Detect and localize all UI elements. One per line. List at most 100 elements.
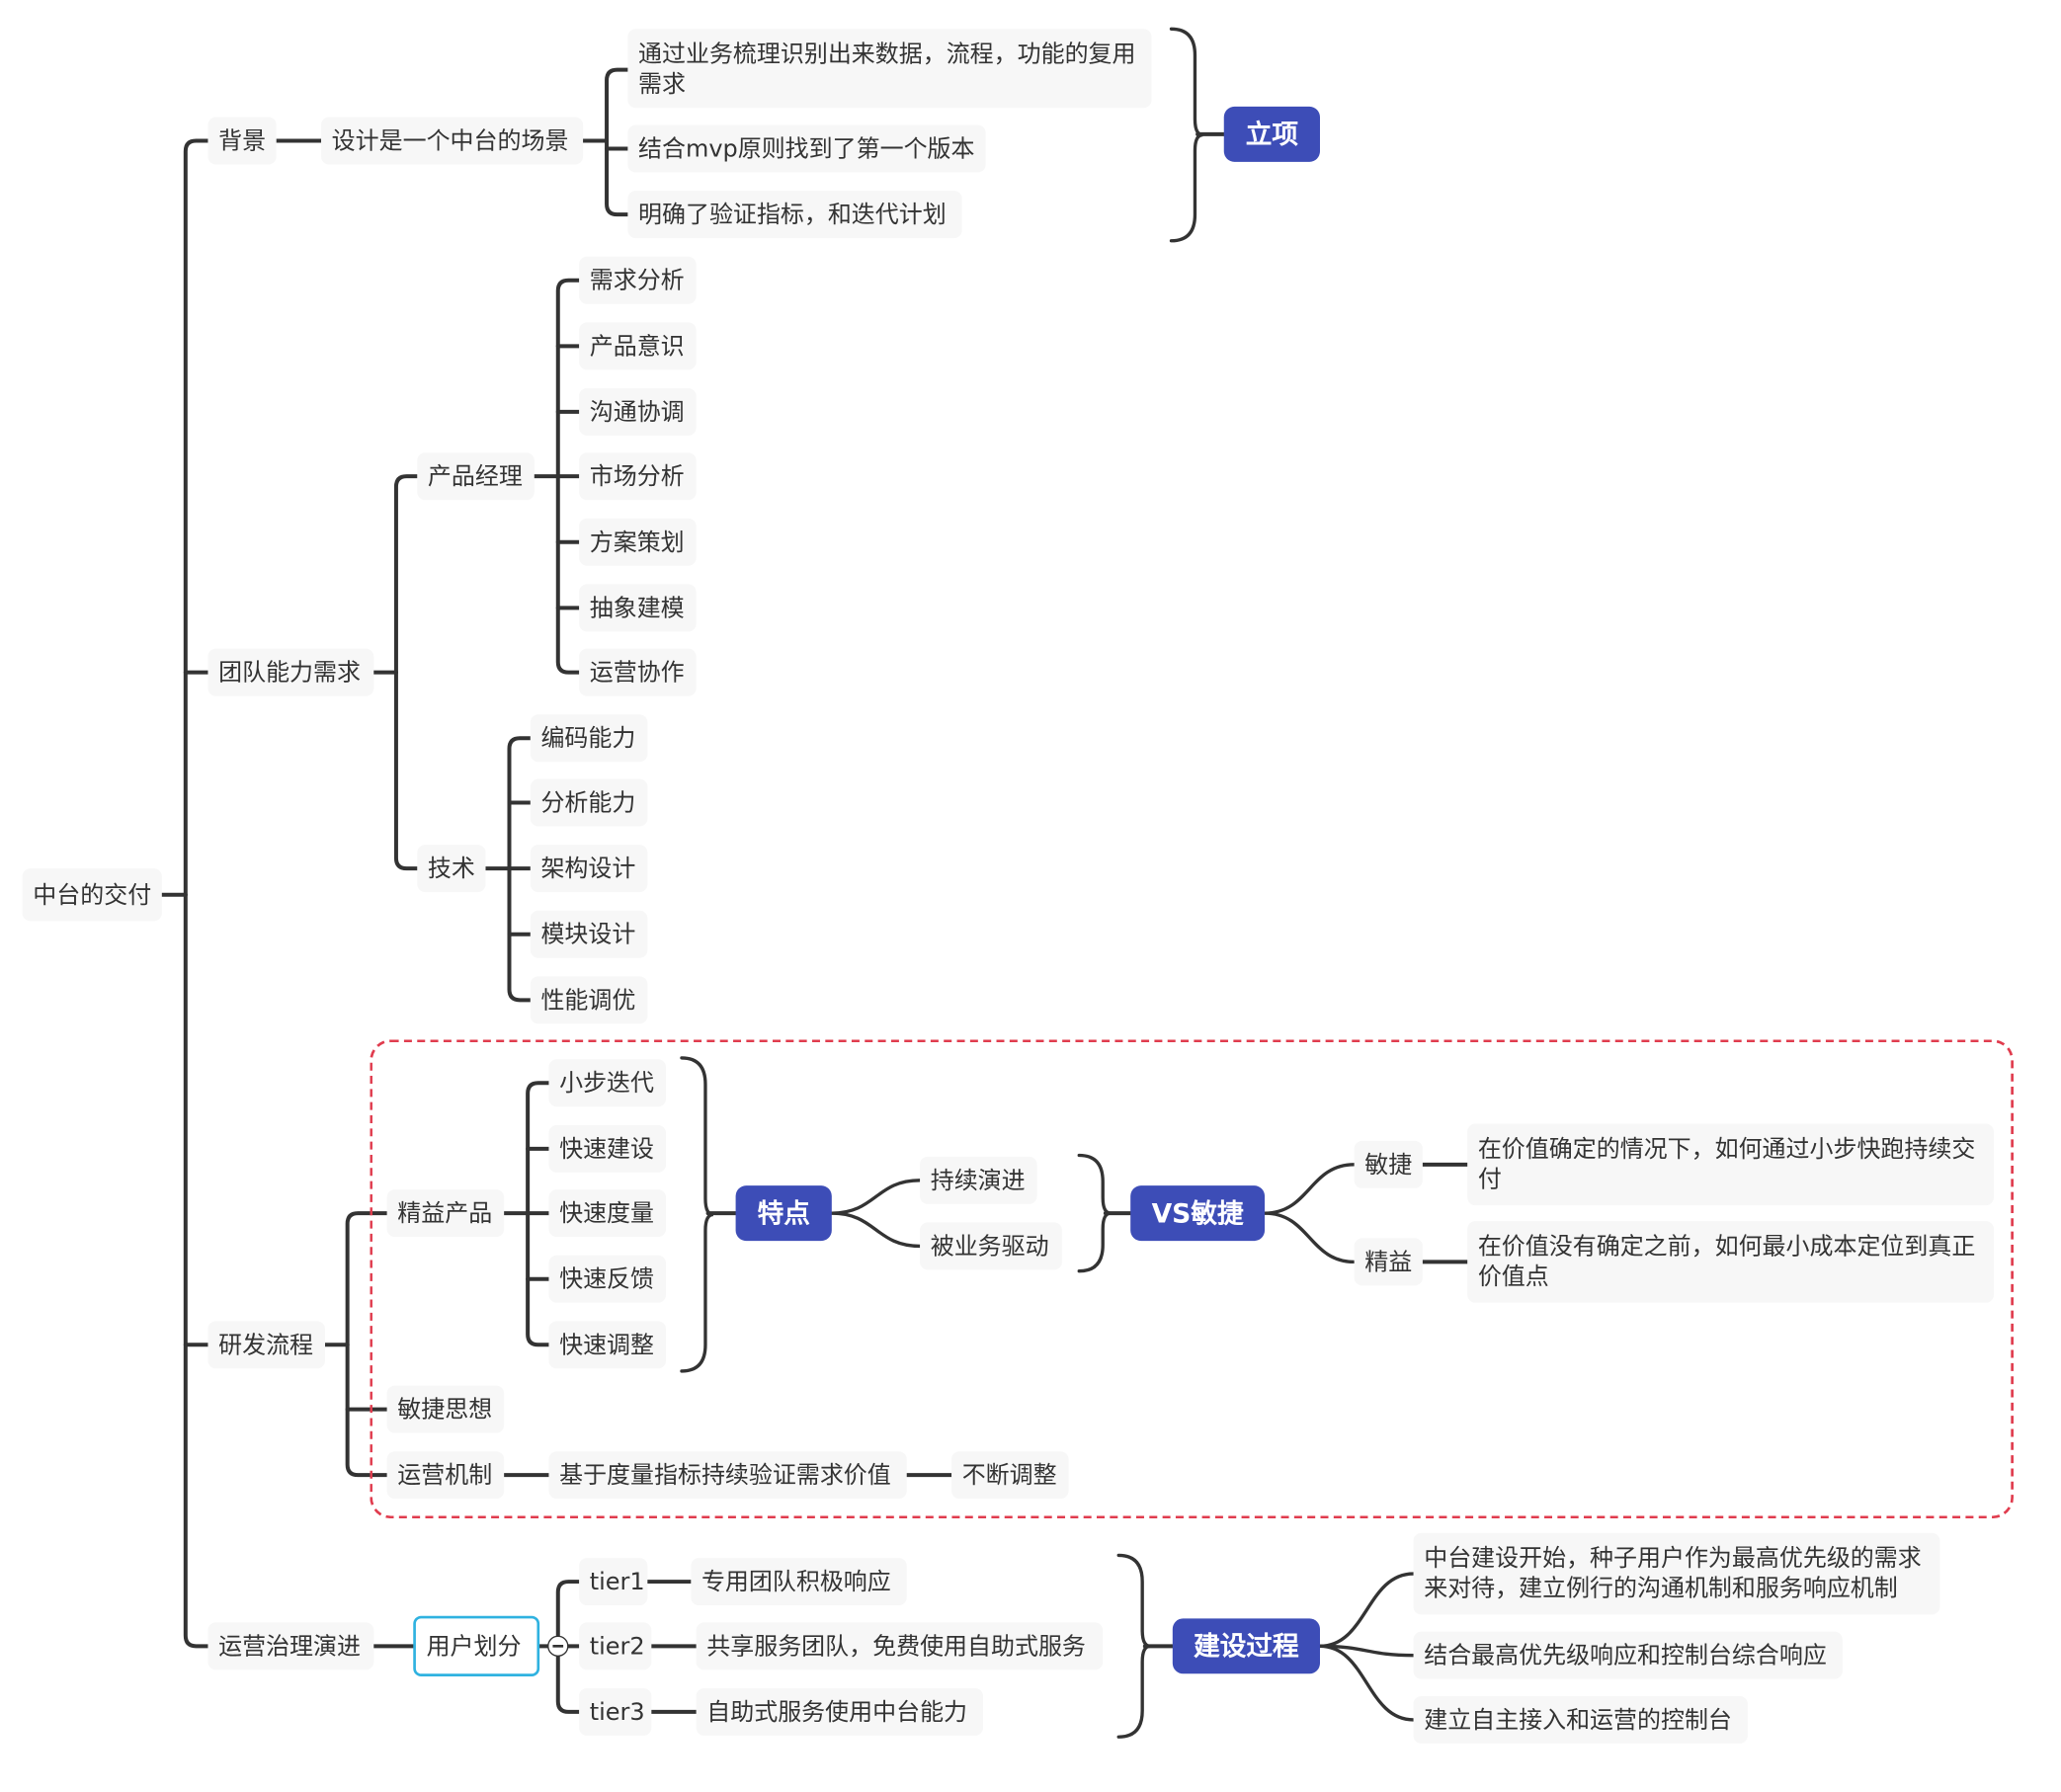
background-label: 背景 [218, 126, 267, 155]
lean-item-label: 小步迭代 [559, 1069, 655, 1098]
process-connector [1318, 1644, 1416, 1658]
governance-label: 运营治理演进 [218, 1632, 361, 1661]
tier-desc-label: 共享服务团队，免费使用自助式服务 [706, 1632, 1086, 1661]
process-item-node[interactable]: 中台建设开始，种子用户作为最高优先级的需求来对待，建立例行的沟通机制和服务响应机… [1413, 1532, 1940, 1615]
governance-node[interactable]: 运营治理演进 [207, 1622, 374, 1670]
summary-lixiang-badge[interactable]: 立项 [1223, 106, 1320, 162]
background-item-label: 通过业务梳理识别出来数据，流程，功能的复用需求 [638, 41, 1136, 99]
ops-node[interactable]: 运营机制 [386, 1451, 505, 1500]
pm-skill-node[interactable]: 方案策划 [579, 518, 697, 566]
feature-node[interactable]: 持续演进 [920, 1156, 1037, 1204]
tier-node[interactable]: tier2 [579, 1622, 652, 1670]
tier-label: tier1 [589, 1568, 645, 1596]
pm-skill-node[interactable]: 抽象建模 [579, 584, 697, 632]
background-node[interactable]: 背景 [207, 117, 277, 165]
tier-node[interactable]: tier1 [579, 1558, 648, 1606]
rd-label: 研发流程 [218, 1331, 314, 1359]
summary-tedian-badge[interactable]: 特点 [735, 1185, 832, 1242]
feature-label: 持续演进 [930, 1166, 1026, 1194]
pm-skill-node[interactable]: 需求分析 [579, 256, 697, 304]
team-label: 团队能力需求 [218, 658, 361, 687]
lean-item-node[interactable]: 小步迭代 [548, 1059, 666, 1107]
tech-connector [507, 866, 533, 1003]
tier-label: tier3 [589, 1697, 645, 1726]
features-connector [830, 1211, 922, 1249]
process-item-label: 建立自主接入和运营的控制台 [1424, 1705, 1732, 1734]
tech-node[interactable]: 技术 [417, 845, 486, 893]
compare-lean-label: 精益 [1364, 1248, 1413, 1276]
rd-connector [345, 1343, 389, 1478]
tier-desc-label: 自助式服务使用中台能力 [706, 1697, 968, 1726]
background-item-label: 明确了验证指标，和迭代计划 [638, 201, 947, 229]
compare-lean-node[interactable]: 精益 [1354, 1238, 1423, 1286]
pm-skill-label: 运营协作 [589, 658, 685, 687]
rd-boundary [370, 1039, 2014, 1519]
summary-build-process-badge[interactable]: 建设过程 [1172, 1618, 1320, 1674]
summary-vs-agile-badge[interactable]: VS敏捷 [1130, 1185, 1266, 1242]
compare-agile-desc-label: 在价值确定的情况下，如何通过小步快跑持续交付 [1477, 1135, 1976, 1194]
pm-skill-label: 产品意识 [589, 332, 685, 361]
lean-item-node[interactable]: 快速度量 [548, 1189, 666, 1238]
team-node[interactable]: 团队能力需求 [207, 648, 374, 696]
lean-item-label: 快速度量 [559, 1199, 655, 1228]
pm-skill-node[interactable]: 产品意识 [579, 322, 697, 370]
pm-skill-node[interactable]: 运营协作 [579, 648, 697, 696]
background-item-node[interactable]: 通过业务梳理识别出来数据，流程，功能的复用需求 [627, 29, 1152, 109]
feature-label: 被业务驱动 [930, 1232, 1049, 1261]
summary-build-process-label: 建设过程 [1194, 1629, 1299, 1662]
collapse-toggle-icon[interactable] [547, 1635, 569, 1657]
tech-skill-node[interactable]: 编码能力 [530, 714, 648, 763]
tier-desc-node[interactable]: 自助式服务使用中台能力 [696, 1687, 984, 1736]
pm-node[interactable]: 产品经理 [417, 452, 535, 501]
tier-desc-node[interactable]: 共享服务团队，免费使用自助式服务 [696, 1622, 1104, 1670]
lean-item-node[interactable]: 快速反馈 [548, 1255, 666, 1303]
ops-label: 运营机制 [397, 1461, 493, 1490]
pm-connector [555, 278, 582, 479]
tech-skill-node[interactable]: 性能调优 [530, 976, 648, 1024]
pm-skill-label: 抽象建模 [589, 594, 685, 622]
root-node[interactable]: 中台的交付 [22, 868, 162, 922]
lean-items-connector [526, 1081, 551, 1216]
background-child-node[interactable]: 设计是一个中台的场景 [321, 117, 584, 165]
process-item-node[interactable]: 建立自主接入和运营的控制台 [1413, 1695, 1748, 1744]
process-connector [1318, 1572, 1416, 1648]
lean-node[interactable]: 精益产品 [386, 1189, 505, 1238]
ops-child-node[interactable]: 基于度量指标持续验证需求价值 [548, 1451, 907, 1500]
tier-label: tier2 [589, 1632, 645, 1661]
process-item-node[interactable]: 结合最高优先级响应和控制台综合响应 [1413, 1631, 1843, 1679]
lean-item-label: 快速反馈 [559, 1264, 655, 1293]
compare-connector [1263, 1163, 1357, 1215]
lean-item-node[interactable]: 快速建设 [548, 1124, 666, 1173]
tech-skill-node[interactable]: 架构设计 [530, 845, 648, 893]
background-items-connector [605, 138, 630, 217]
tech-connector [507, 736, 533, 871]
tier-desc-node[interactable]: 专用团队积极响应 [691, 1558, 907, 1606]
pm-skill-node[interactable]: 市场分析 [579, 452, 697, 501]
pm-connector [555, 474, 582, 675]
tech-skill-node[interactable]: 分析能力 [530, 778, 648, 827]
tech-skill-label: 编码能力 [540, 724, 636, 753]
pm-skill-node[interactable]: 沟通协调 [579, 387, 697, 436]
tier-node[interactable]: tier3 [579, 1687, 652, 1736]
lean-item-node[interactable]: 快速调整 [548, 1321, 666, 1369]
ops-grandchild-node[interactable]: 不断调整 [951, 1451, 1069, 1500]
ops-child-label: 基于度量指标持续验证需求价值 [559, 1461, 891, 1490]
root-connector [183, 138, 210, 897]
compare-lean-desc-node[interactable]: 在价值没有确定之前，如何最小成本定位到真正价值点 [1467, 1221, 1994, 1303]
compare-agile-node[interactable]: 敏捷 [1354, 1140, 1423, 1188]
compare-agile-desc-node[interactable]: 在价值确定的情况下，如何通过小步快跑持续交付 [1467, 1123, 1994, 1206]
background-item-node[interactable]: 结合mvp原则找到了第一个版本 [627, 124, 986, 173]
agile-node[interactable]: 敏捷思想 [386, 1385, 505, 1433]
rd-node[interactable]: 研发流程 [207, 1321, 326, 1369]
features-connector [830, 1179, 922, 1215]
compare-connector [1263, 1211, 1357, 1264]
compare-lean-desc-label: 在价值没有确定之前，如何最小成本定位到真正价值点 [1477, 1233, 1976, 1291]
tech-skill-label: 架构设计 [540, 855, 636, 883]
feature-node[interactable]: 被业务驱动 [920, 1222, 1062, 1270]
background-child-label: 设计是一个中台的场景 [331, 126, 569, 155]
user-segment-node[interactable]: 用户划分 [413, 1615, 540, 1676]
tech-skill-label: 性能调优 [540, 986, 636, 1015]
team-connector [393, 670, 420, 871]
tech-skill-node[interactable]: 模块设计 [530, 910, 648, 958]
background-item-node[interactable]: 明确了验证指标，和迭代计划 [627, 191, 962, 239]
